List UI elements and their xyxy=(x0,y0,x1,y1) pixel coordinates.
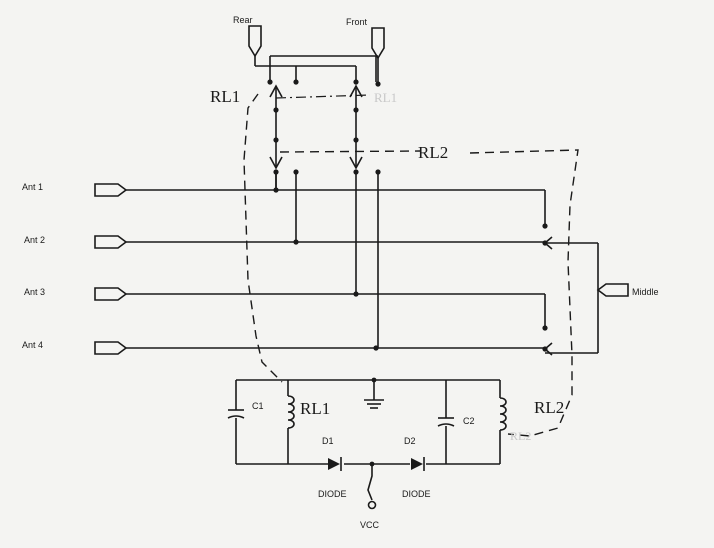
front-connector xyxy=(371,27,385,84)
d2-label: D2 xyxy=(404,436,416,446)
rl1-contacts xyxy=(255,55,381,143)
rl1-faint-label: RL1 xyxy=(374,90,397,105)
middle-label: Middle xyxy=(632,287,659,297)
vcc-label: VCC xyxy=(360,520,380,530)
rl1-top-label: RL1 xyxy=(210,87,240,106)
rl2-contacts xyxy=(269,140,381,348)
diode2-label: DIODE xyxy=(402,489,431,499)
diode1-label: DIODE xyxy=(318,489,347,499)
ant2-connector xyxy=(94,235,545,249)
ant4-connector xyxy=(94,341,545,355)
rl2-right-contacts xyxy=(542,190,599,356)
ant4-label: Ant 4 xyxy=(22,340,43,350)
rl2-faint-label: RL2 xyxy=(510,429,531,443)
rl2-coil-label: RL2 xyxy=(534,398,564,417)
ant1-label: Ant 1 xyxy=(22,182,43,192)
rl1-coil-label: RL1 xyxy=(300,399,330,418)
ant3-connector xyxy=(94,287,545,301)
ant1-connector xyxy=(94,183,545,197)
rl2-top-label: RL2 xyxy=(418,143,448,162)
middle-connector xyxy=(596,283,629,297)
c1-label: C1 xyxy=(252,401,264,411)
d1-label: D1 xyxy=(322,436,334,446)
control-circuit xyxy=(227,377,507,510)
rear-connector xyxy=(248,25,262,66)
front-label: Front xyxy=(346,17,368,27)
ant3-label: Ant 3 xyxy=(24,287,45,297)
rear-label: Rear xyxy=(233,15,253,25)
c2-label: C2 xyxy=(463,416,475,426)
ant2-label: Ant 2 xyxy=(24,235,45,245)
